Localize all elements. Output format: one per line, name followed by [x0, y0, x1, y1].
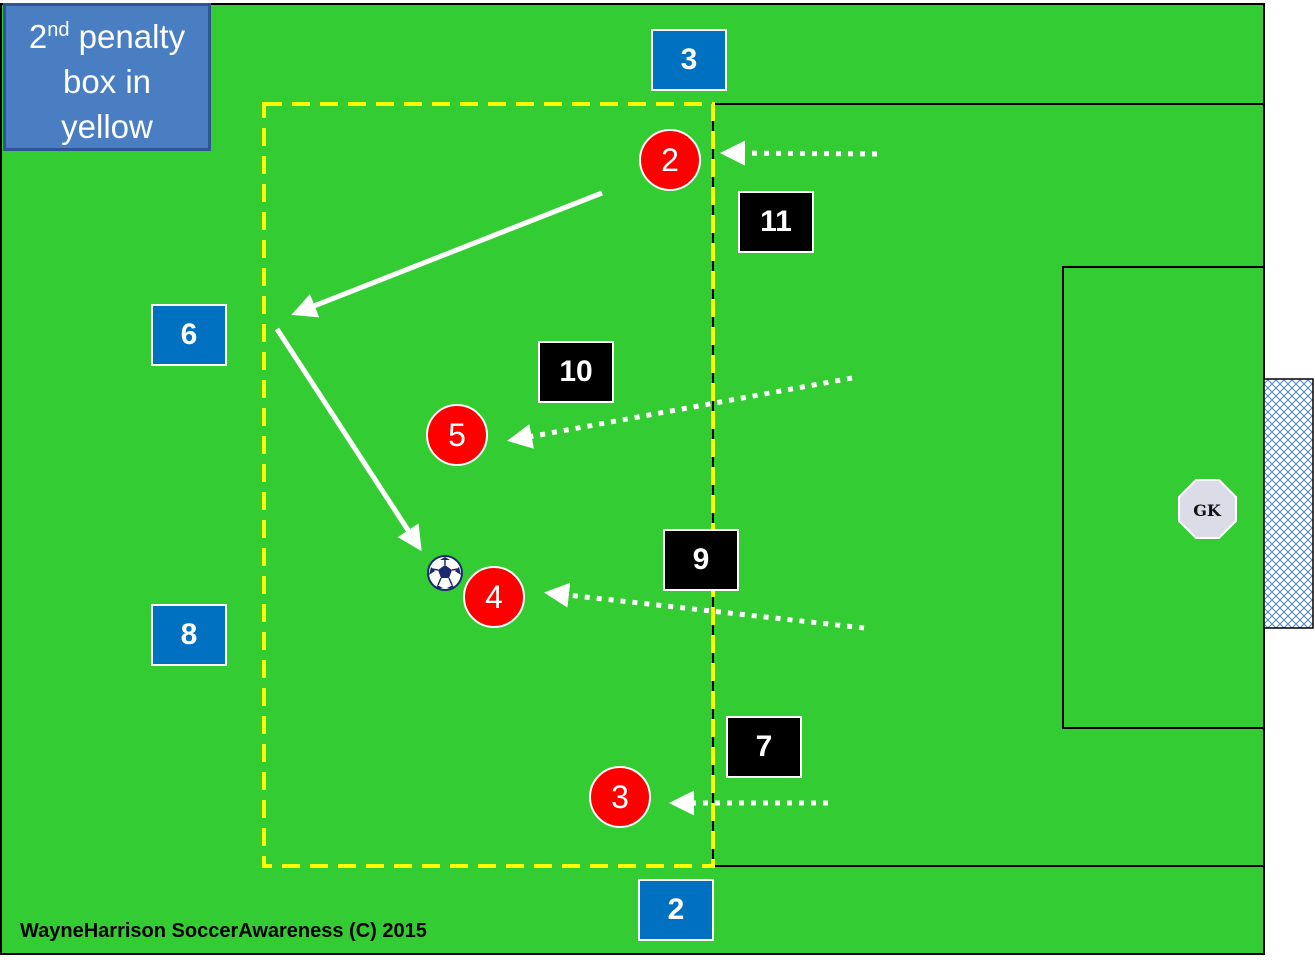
caption-superscript: nd	[47, 19, 70, 41]
caption-line-1: 2nd penalty	[6, 14, 208, 59]
goal-net-icon	[1263, 378, 1314, 629]
caption-word: penalty	[69, 18, 186, 55]
red-player-5: 5	[426, 404, 488, 466]
run-arrow-5	[507, 375, 853, 449]
pass-arrow-2	[274, 327, 422, 552]
red-player-3: 3	[589, 766, 651, 828]
black-player-11: 11	[738, 191, 814, 253]
caption-number: 2	[28, 18, 48, 55]
blue-player-3: 3	[651, 29, 727, 91]
second-penalty-box	[262, 102, 715, 868]
black-player-10: 10	[538, 341, 614, 403]
blue-player-8: 8	[151, 604, 227, 666]
red-player-4: 4	[463, 566, 525, 628]
pass-arrow-1	[291, 190, 603, 318]
run-arrow-4	[544, 582, 865, 631]
black-player-7: 7	[726, 716, 802, 778]
copyright-footer: WayneHarrison SoccerAwareness (C) 2015	[20, 920, 427, 942]
caption-line-2: box in	[62, 63, 152, 100]
blue-player-2: 2	[638, 879, 714, 941]
blue-player-6: 6	[151, 304, 227, 366]
soccer-ball-icon	[427, 555, 463, 591]
goalkeeper-label: GK	[1193, 500, 1221, 520]
red-player-2: 2	[639, 129, 701, 191]
run-arrow-2	[720, 140, 878, 166]
caption-line-3: yellow	[61, 108, 153, 145]
diagram-caption: 2nd penalty box in yellow	[3, 3, 211, 151]
black-player-9: 9	[663, 529, 739, 591]
goalkeeper-shape	[1178, 479, 1237, 539]
